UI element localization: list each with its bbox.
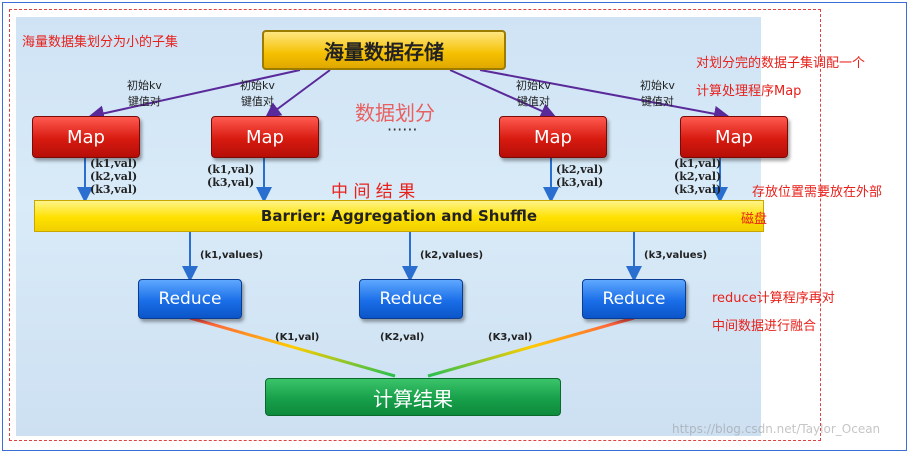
map-output-list-3: (k2,val)(k3,val)	[556, 163, 604, 189]
dashed-boundary	[9, 9, 821, 441]
arrow-storage-map-1	[88, 69, 301, 122]
arrow-reduce1-result	[189, 316, 396, 378]
barrier-shuffle-node: Barrier: Aggregation and Shuffle	[34, 200, 764, 232]
reduce-to-result-arrows	[189, 316, 635, 378]
map-output-list-4: (k1,val)(k2,val)(k3,val)	[674, 157, 722, 196]
reduce-output-label-1: (K1,val)	[275, 332, 320, 343]
map-output-list-2: (k1,val)(k3,val)	[207, 163, 255, 189]
arrow-storage-map-3	[449, 69, 557, 119]
compute-result-label: 计算结果	[373, 386, 453, 411]
outer-frame	[2, 2, 907, 451]
arrow-storage-map-2	[264, 69, 331, 119]
reduce-input-label-3: (k3,values)	[644, 250, 708, 261]
data-storage-label: 海量数据存储	[324, 39, 444, 64]
reduce-node-2: Reduce	[359, 279, 463, 319]
reduce-label: Reduce	[379, 289, 443, 309]
reduce-node-3: Reduce	[582, 279, 686, 319]
map-to-barrier-arrows	[77, 158, 728, 203]
map-node-2: Map	[211, 116, 319, 158]
reduce-label: Reduce	[158, 289, 222, 309]
barrier-to-reduce-arrows	[182, 232, 642, 282]
arrow-reduce3-result	[427, 316, 635, 378]
map-label: Map	[67, 126, 105, 148]
map-label: Map	[715, 126, 753, 148]
map-node-1: Map	[32, 116, 140, 158]
data-storage-node: 海量数据存储	[262, 30, 506, 70]
storage-annotation: 存放位置需要放在外部	[752, 185, 883, 200]
arrow-storage-map-4	[479, 69, 730, 122]
reduce-input-label-2: (k2,values)	[420, 250, 484, 261]
map-node-4: Map	[680, 116, 788, 158]
split-annotation: 海量数据集划分为小的子集	[22, 35, 179, 50]
map-node-3: Map	[499, 116, 607, 158]
compute-result-node: 计算结果	[265, 378, 561, 416]
reduce-node-1: Reduce	[138, 279, 242, 319]
map-annotation: 对划分完的数据子集调配一个 计算处理程序Map	[696, 56, 866, 99]
map-ellipsis: ······	[387, 120, 418, 139]
intermediate-result-label: 中 间 结 果	[331, 182, 416, 202]
map-label: Map	[534, 126, 572, 148]
reduce-input-label-1: (k1,values)	[200, 250, 264, 261]
storage-to-map-arrows	[88, 69, 730, 122]
reduce-output-label-3: (K3,val)	[488, 332, 533, 343]
reduce-label: Reduce	[602, 289, 666, 309]
barrier-label: Barrier: Aggregation and Shuffle	[260, 207, 538, 225]
watermark: https://blog.csdn.net/Taylor_Ocean	[672, 422, 881, 436]
storage-annotation-cont: 磁盘	[741, 212, 768, 227]
reduce-output-label-2: (K2,val)	[380, 332, 425, 343]
map-label: Map	[246, 126, 284, 148]
data-split-label: 数据划分	[355, 101, 435, 125]
map-output-list-1: (k1,val)(k2,val)(k3,val)	[90, 157, 138, 196]
reduce-annotation: reduce计算程序再对 中间数据进行融合	[712, 291, 835, 334]
